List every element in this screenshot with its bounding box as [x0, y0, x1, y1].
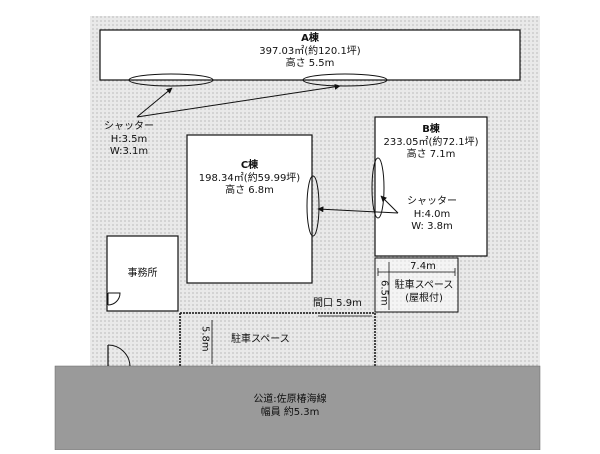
- building-c-name: C棟: [240, 160, 259, 171]
- shutter-a-title: シャッター: [104, 121, 154, 132]
- building-a-height: 高さ 5.5m: [285, 58, 335, 69]
- building-a-name: A棟: [301, 33, 319, 44]
- building-c-height: 高さ 6.8m: [225, 185, 274, 196]
- parking-roofed-title: 駐車スペース: [394, 280, 454, 291]
- building-c-label: C棟 198.34㎡(約59.99坪) 高さ 6.8m: [189, 160, 310, 198]
- road-width: 幅員 約5.3m: [260, 406, 320, 418]
- parking-roofed-note: (屋根付): [405, 292, 443, 304]
- road-label: 公道:佐原椿海線 幅員 約5.3m: [190, 394, 390, 419]
- shutter-a-arrow-right: [136, 83, 341, 118]
- shutter-a-width: W:3.1m: [109, 146, 149, 157]
- shutter-b-arrow-2: [317, 206, 399, 214]
- shutter-a-arrow-left: [136, 87, 173, 118]
- dim-6-5-label: 6.5m: [378, 280, 390, 306]
- shutter-b: [371, 157, 385, 219]
- dim-7-4-label: 7.4m: [410, 261, 436, 272]
- entrance-door: [107, 344, 131, 367]
- shutter-b-label: シャッター H:4.0m W: 3.8m: [396, 196, 468, 234]
- building-c: [186, 134, 313, 284]
- dim-5-8-label: 5.8m: [199, 326, 211, 352]
- shutter-b-arrow-1: [380, 195, 399, 214]
- shutter-b-title: シャッター: [407, 196, 457, 207]
- building-c-area: 198.34㎡(約59.99坪): [198, 172, 301, 184]
- parking-open-label: 駐車スペース: [231, 334, 290, 345]
- building-a: [99, 29, 521, 81]
- office-door: [107, 292, 121, 306]
- shutter-a-right: [302, 73, 388, 87]
- building-b-name: B棟: [422, 124, 440, 135]
- frontage-label: 間口 5.9m: [313, 298, 362, 309]
- shutter-b-height: H:4.0m: [413, 208, 451, 220]
- building-a-area: 397.03㎡(約120.1坪): [259, 45, 361, 57]
- public-road: [54, 365, 541, 451]
- parking-roofed-label: 駐車スペース (屋根付): [392, 280, 456, 305]
- office-label: 事務所: [127, 268, 158, 279]
- shutter-c: [306, 175, 320, 237]
- building-b-area: 233.05㎡(約72.1坪): [383, 136, 479, 148]
- building-b-label: B棟 233.05㎡(約72.1坪) 高さ 7.1m: [378, 124, 484, 162]
- building-a-label: A棟 397.03㎡(約120.1坪) 高さ 5.5m: [160, 33, 460, 71]
- shutter-a-label: シャッター H:3.5m W:3.1m: [96, 121, 162, 159]
- shutter-a-left: [128, 73, 214, 87]
- road-name: 公道:佐原椿海線: [253, 394, 327, 405]
- building-b-height: 高さ 7.1m: [406, 149, 456, 160]
- shutter-a-height: H:3.5m: [110, 133, 148, 145]
- shutter-b-width: W: 3.8m: [411, 221, 453, 232]
- building-b: [374, 116, 488, 257]
